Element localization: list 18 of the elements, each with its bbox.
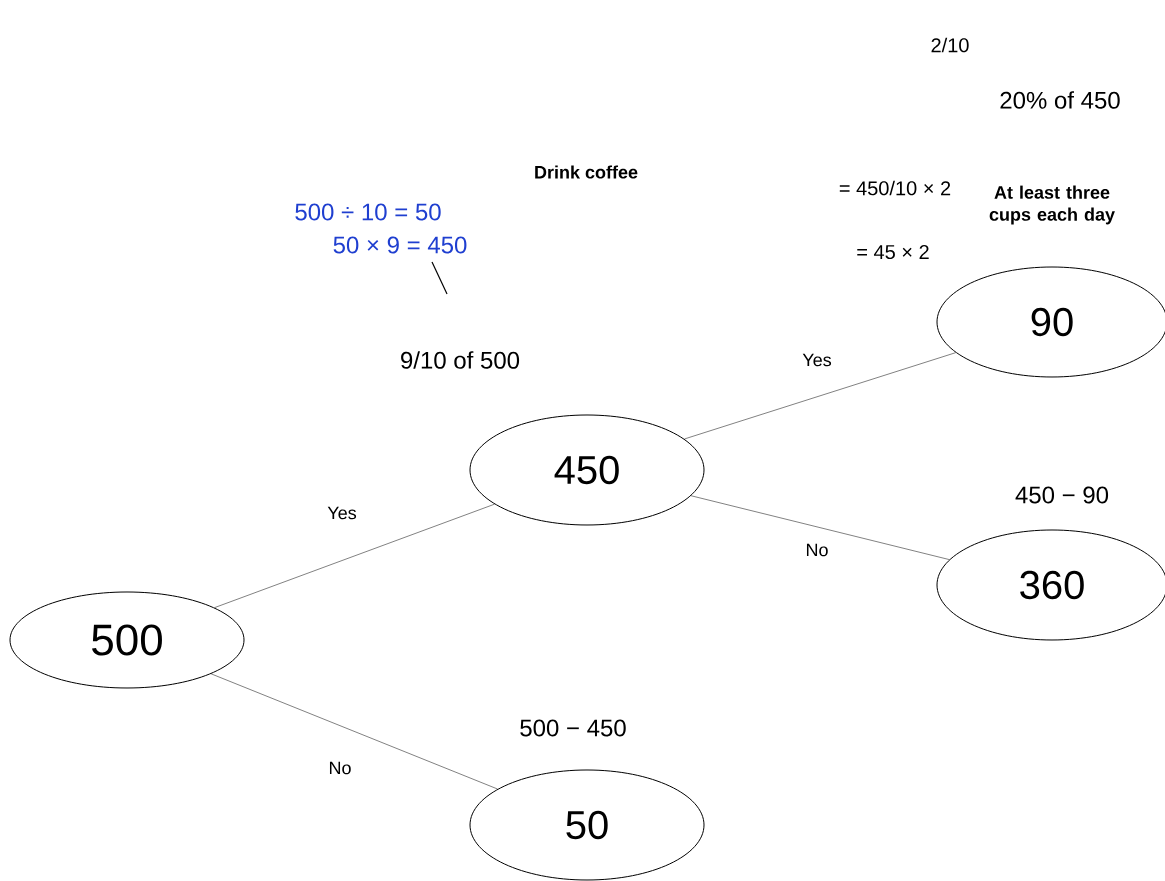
oval-node: 450 — [469, 414, 705, 526]
note-text: 20% of 450 — [1000, 91, 1120, 109]
note-text: 50 × 9 = 450 — [333, 236, 467, 254]
connector-line — [690, 495, 950, 560]
note-text: 500 ÷ 10 = 50 — [295, 203, 441, 221]
oval-node: 50 — [469, 769, 705, 881]
heading-text: At least three cups each day — [989, 185, 1115, 225]
connector-line — [684, 352, 956, 440]
edge-label: Yes — [801, 352, 833, 368]
heading-text: Drink coffee — [535, 165, 638, 179]
note-text: 2/10 — [931, 37, 969, 53]
edge-label: No — [327, 760, 353, 776]
edge-label: Yes — [326, 505, 358, 521]
connector-line — [214, 503, 495, 608]
edge-label: No — [804, 542, 830, 558]
note-text: = 45 × 2 — [857, 244, 929, 260]
oval-node: 500 — [9, 591, 245, 689]
connector-line — [210, 673, 498, 790]
